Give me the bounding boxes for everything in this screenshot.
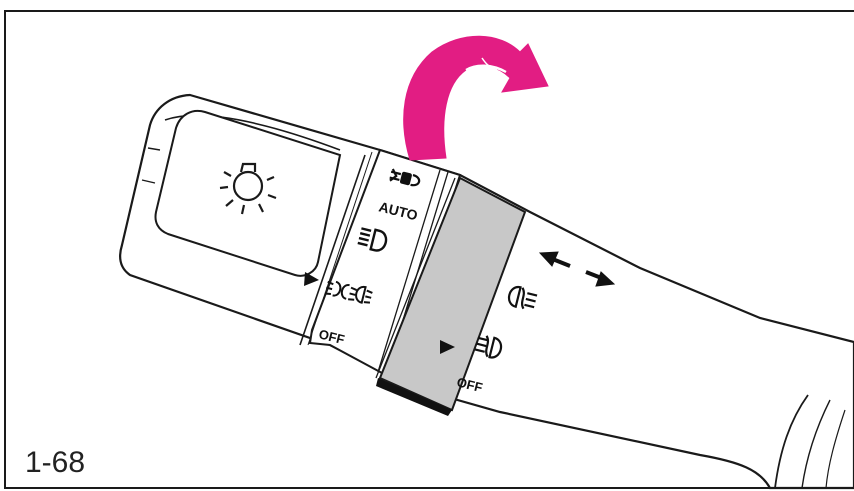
figure-number: 1-68 (25, 446, 85, 479)
rotate-arrow-icon (404, 36, 548, 160)
